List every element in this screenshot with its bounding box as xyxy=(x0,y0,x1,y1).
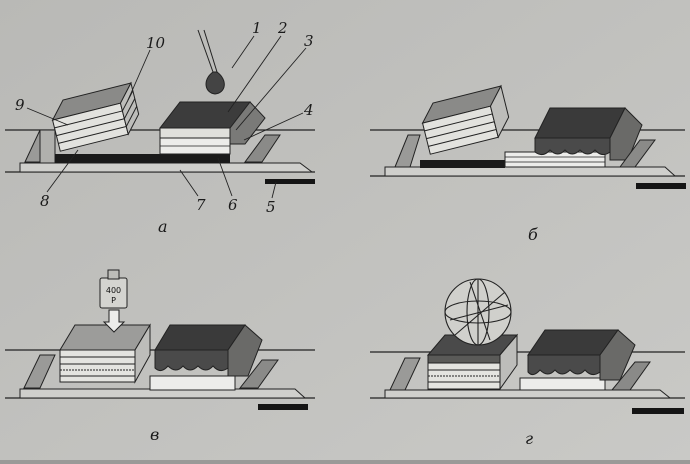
panel-v-left-bracket xyxy=(23,354,56,389)
panel-b-dark-block-top xyxy=(534,107,626,139)
panel-v-stack-front xyxy=(59,349,136,383)
panel-a-base-slab xyxy=(19,162,314,173)
panel-b-thin-layers xyxy=(504,151,606,168)
panel-v-scale-bar xyxy=(258,404,308,410)
callout-5: 5 xyxy=(266,198,276,216)
panel-b-base-slab xyxy=(384,166,677,177)
panel-a-left-bracket-face xyxy=(39,129,56,164)
callout-1: 1 xyxy=(252,19,262,37)
panel-b-tilted-stack xyxy=(421,84,510,155)
panel-a: 1 2 3 4 5 6 7 8 9 10 а xyxy=(5,19,315,236)
panel-b-black-layer xyxy=(420,160,505,168)
weight-icon: 400 P xyxy=(99,269,128,309)
callout-9: 9 xyxy=(15,96,25,114)
panel-a-dark-block-side xyxy=(229,101,266,145)
panel-b-right-bracket xyxy=(619,139,656,168)
panel-g-right-bracket xyxy=(610,361,651,391)
panel-a-right-bracket xyxy=(244,134,281,163)
panel-v-dark-block-front xyxy=(154,349,229,372)
panel-g: г xyxy=(370,278,685,448)
callout-3: 3 xyxy=(304,32,314,50)
panel-a-black-layer xyxy=(55,154,230,163)
callout-6: 6 xyxy=(228,196,238,214)
callout-2: 2 xyxy=(277,19,288,37)
callout-10: 10 xyxy=(146,34,166,52)
panel-label-g: г xyxy=(525,429,533,448)
panel-v-right-bracket xyxy=(238,359,279,389)
panel-g-left-bracket xyxy=(389,357,421,391)
callout-4: 4 xyxy=(303,101,314,119)
callout-8: 8 xyxy=(40,192,50,210)
panel-g-base-slab xyxy=(384,389,672,399)
weight-label-bottom: P xyxy=(111,296,116,305)
panel-label-b: б xyxy=(528,225,538,244)
panel-g-dark-block-front xyxy=(527,354,601,376)
panel-label-v: в xyxy=(150,425,159,444)
panel-b-left-bracket xyxy=(394,134,421,168)
panel-a-drop xyxy=(205,71,225,95)
panel-a-tilted-stack xyxy=(51,81,140,152)
panel-a-layer-3 xyxy=(159,127,231,139)
callout-7: 7 xyxy=(196,196,206,214)
panel-b-dark-block-front xyxy=(534,137,611,156)
panel-v-stack-top xyxy=(59,324,151,351)
panel-b-scale-bar xyxy=(636,183,686,189)
panel-g-scale-bar xyxy=(632,408,684,414)
arrow-down-icon xyxy=(102,309,126,333)
panel-a-leaders xyxy=(26,35,307,199)
panel-a-scale-bar xyxy=(265,179,315,184)
panel-label-a: а xyxy=(158,217,168,236)
sphere-icon xyxy=(444,278,512,346)
panel-b: б xyxy=(370,84,686,244)
weight-label-top: 400 xyxy=(106,286,121,295)
panel-b-dark-block-side xyxy=(609,107,643,161)
panel-v: 400 P в xyxy=(5,269,315,444)
